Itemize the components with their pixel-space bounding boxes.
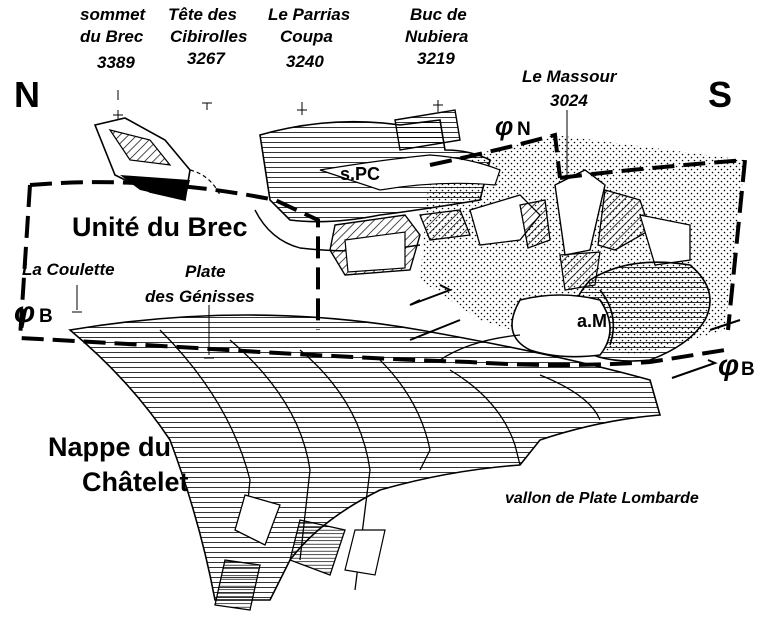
svg-text:B: B: [741, 359, 755, 380]
phi-b-symbol-east: φ B: [718, 349, 755, 382]
svg-text:Le Parrias: Le Parrias: [268, 5, 350, 24]
svg-text:sommet: sommet: [80, 5, 147, 24]
svg-text:Tête des: Tête des: [168, 5, 237, 24]
brec-dashed-boundary: [29, 180, 320, 330]
svg-text:φ: φ: [718, 349, 739, 382]
svg-text:Cibirolles: Cibirolles: [170, 27, 247, 46]
peak-markers: [72, 90, 572, 359]
south-label: S: [708, 74, 732, 115]
phi-n-thrust-line-east: [559, 157, 748, 331]
peak-le-parrias-coupa: Le Parrias Coupa 3240: [268, 5, 350, 71]
svg-text:du Brec: du Brec: [80, 27, 144, 46]
svg-text:B: B: [39, 306, 53, 327]
spc-label: s.PC: [340, 164, 380, 184]
north-label: N: [14, 74, 40, 115]
vallon-de-plate-lombarde-label: vallon de Plate Lombarde: [505, 490, 699, 507]
svg-text:Le Massour: Le Massour: [522, 67, 618, 86]
phi-n-thrust-line: [429, 132, 562, 179]
svg-text:Coupa: Coupa: [280, 27, 333, 46]
unite-du-brec-label: Unité du Brec: [72, 212, 248, 242]
nappe-du-chatelet-body: [68, 314, 662, 611]
peak-buc-de-nubiera: Buc de Nubiera 3219: [405, 5, 468, 68]
am-label: a.M: [577, 311, 607, 331]
plate-des-genisses-label-2: des Génisses: [145, 287, 255, 306]
phi-n-symbol: φ N: [495, 111, 531, 141]
massour-ring: [329, 169, 691, 291]
svg-text:φ: φ: [14, 296, 35, 329]
phi-b-thrust-line: [17, 184, 726, 367]
peak-le-massour: Le Massour 3024: [522, 67, 618, 110]
svg-text:N: N: [517, 119, 531, 140]
nappe-du-chatelet-label-1: Nappe du: [48, 432, 171, 462]
nappe-du-chatelet-label-2: Châtelet: [82, 467, 189, 497]
spc-body: [254, 109, 501, 252]
svg-text:3240: 3240: [286, 52, 324, 71]
peak-tete-des-cibirolles: Tête des Cibirolles 3267: [168, 5, 247, 68]
plate-des-genisses-label-1: Plate: [185, 262, 226, 281]
svg-text:3389: 3389: [97, 53, 135, 72]
shear-arrows: [409, 284, 741, 379]
svg-text:Nubiera: Nubiera: [405, 27, 468, 46]
la-coulette-label: La Coulette: [22, 260, 115, 279]
svg-text:3024: 3024: [550, 91, 588, 110]
peak-sommet-du-brec: sommet du Brec 3389: [80, 5, 147, 72]
am-fold: [439, 261, 711, 362]
brec-block: [93, 117, 221, 201]
svg-text:Buc de: Buc de: [410, 5, 467, 24]
svg-text:φ: φ: [495, 111, 513, 141]
svg-text:3219: 3219: [417, 49, 455, 68]
phi-b-symbol-west: φ B: [14, 296, 53, 329]
svg-text:3267: 3267: [187, 49, 226, 68]
